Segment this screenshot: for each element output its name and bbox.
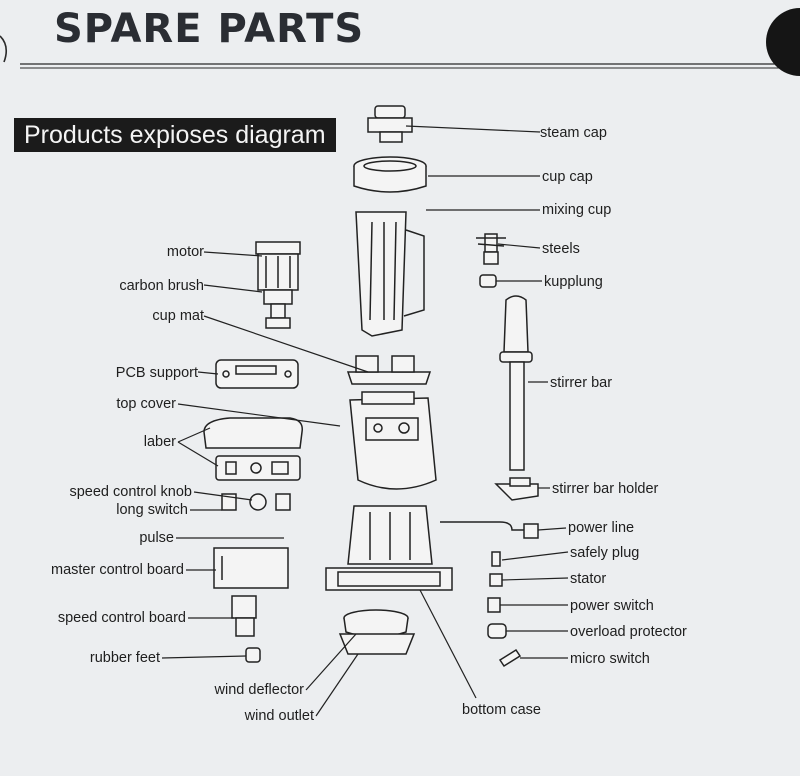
label-power-line: power line — [568, 520, 634, 536]
label-laber: laber — [144, 434, 176, 450]
power-switch-part — [488, 598, 500, 612]
pulse-part — [276, 494, 290, 510]
label-kupplung: kupplung — [544, 274, 603, 290]
motor-part — [256, 242, 300, 328]
label-top-cover: top cover — [116, 396, 176, 412]
micro-switch-part — [500, 650, 520, 666]
label-long-switch: long switch — [116, 502, 188, 518]
label-master-control-board: master control board — [51, 562, 184, 578]
motor-housing-part — [348, 506, 432, 564]
cup-cap-part — [354, 157, 426, 192]
stirrer-bar-holder-part — [496, 478, 538, 500]
label-bottom-case: bottom case — [462, 702, 541, 718]
mixing-cup-part — [356, 212, 424, 336]
label-pulse: pulse — [139, 530, 174, 546]
wind-outlet-part — [340, 634, 414, 654]
power-line-plug — [524, 524, 538, 538]
label-cup-cap: cup cap — [542, 169, 593, 185]
label-stirrer-bar: stirrer bar — [550, 375, 612, 391]
label-wind-outlet: wind outlet — [244, 708, 314, 724]
bottom-case-part — [326, 568, 452, 590]
label-wind-deflector: wind deflector — [214, 682, 305, 698]
overload-protector-part — [488, 624, 506, 638]
pcb-support-part — [216, 360, 298, 388]
label-carbon-brush: carbon brush — [119, 278, 204, 294]
label-stirrer-bar-holder: stirrer bar holder — [552, 481, 659, 497]
label-steam-cap: steam cap — [540, 125, 607, 141]
speed-control-knob-part — [250, 494, 266, 510]
power-line-part — [440, 522, 526, 530]
label-safely-plug: safely plug — [570, 545, 639, 561]
label-speed-control-knob: speed control knob — [69, 484, 192, 500]
laber-part — [204, 418, 302, 480]
stirrer-bar-part — [500, 296, 532, 470]
label-speed-control-board: speed control board — [58, 610, 186, 626]
speed-control-board-part — [232, 596, 256, 636]
label-cup-mat: cup mat — [152, 308, 204, 324]
wind-deflector-part — [344, 610, 408, 637]
label-rubber-feet: rubber feet — [90, 650, 160, 666]
label-steels: steels — [542, 241, 580, 257]
label-micro-switch: micro switch — [570, 651, 650, 667]
safely-plug-part — [492, 552, 500, 566]
kupplung-part — [480, 275, 496, 287]
label-stator: stator — [570, 571, 606, 587]
label-motor: motor — [167, 244, 204, 260]
left-bracket-mark — [0, 36, 6, 62]
top-cover-part — [350, 392, 436, 489]
label-power-switch: power switch — [570, 598, 654, 614]
rubber-feet-part — [246, 648, 260, 662]
steam-cap-part — [368, 106, 412, 142]
label-mixing-cup: mixing cup — [542, 202, 611, 218]
steels-part — [476, 234, 506, 264]
label-overload-protector: overload protector — [570, 624, 687, 640]
label-pcb-support: PCB support — [116, 365, 198, 381]
master-control-board-part — [214, 548, 288, 588]
corner-tab-mark — [766, 8, 800, 76]
stator-part — [490, 574, 502, 586]
